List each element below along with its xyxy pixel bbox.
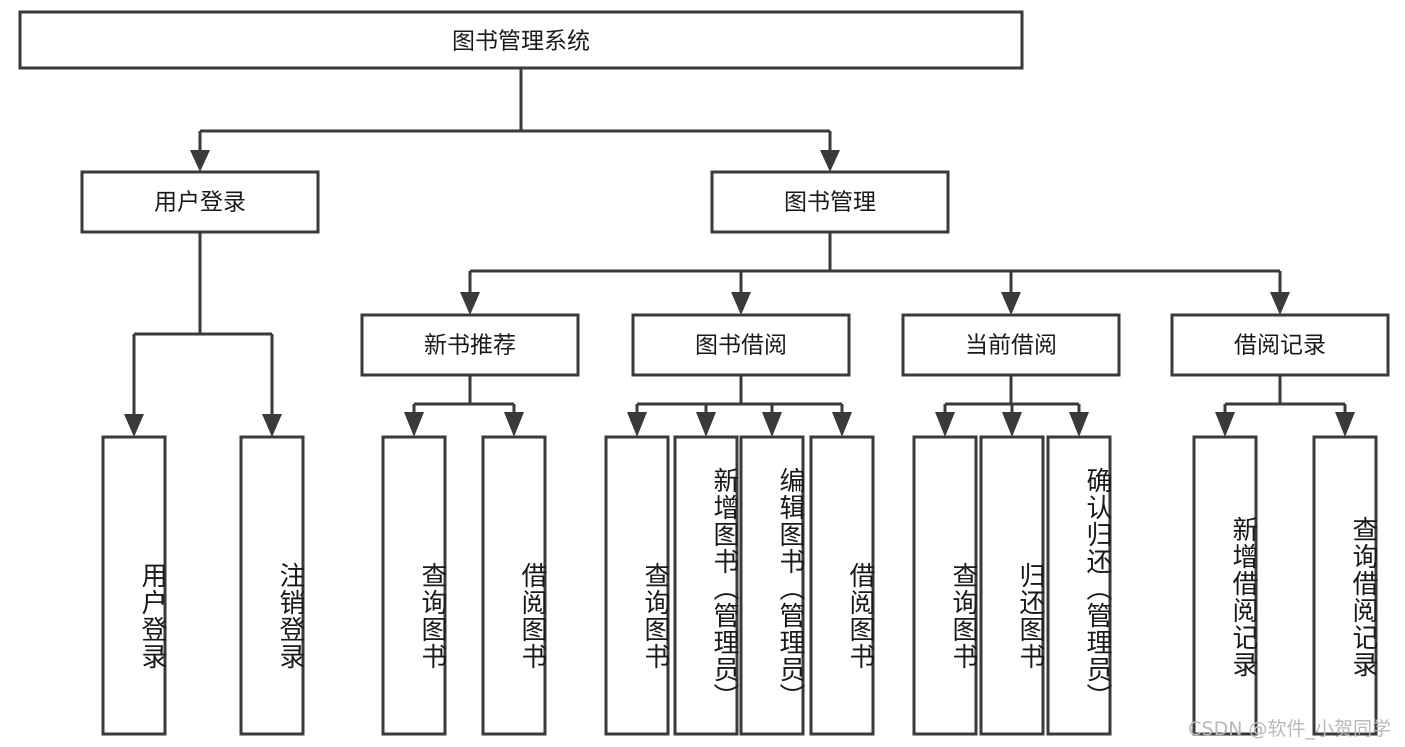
arrow-leaf-return-book [1002, 412, 1022, 437]
arrow-book-borrow [731, 292, 751, 315]
node-leaf-borrow-book-2-box[interactable] [809, 435, 875, 736]
arrow-leaf-query-book-2 [627, 412, 647, 437]
node-leaf-query-book-1-box[interactable] [381, 435, 447, 736]
arrow-borrow-record [1270, 292, 1290, 315]
node-book-borrow-label: 图书借阅 [695, 333, 787, 359]
connector-layer [124, 68, 1355, 437]
arrow-leaf-query-book-3 [935, 412, 955, 437]
arrow-leaf-query-record [1335, 412, 1355, 437]
arrow-new-book-recommend [460, 292, 480, 315]
arrow-leaf-query-book-1 [404, 412, 424, 437]
node-user-login-label: 用户登录 [154, 190, 246, 216]
node-leaf-edit-book-box[interactable] [739, 435, 805, 736]
arrow-leaf-user-login [124, 414, 144, 437]
node-current-borrow-box[interactable] [901, 313, 1121, 377]
arrow-user-login [190, 150, 210, 172]
node-root-label: 图书管理系统 [452, 29, 590, 55]
arrow-leaf-add-record [1215, 412, 1235, 437]
node-new-book-recommend-label: 新书推荐 [424, 333, 516, 359]
node-book-borrow-box[interactable] [631, 313, 851, 377]
node-current-borrow-label: 当前借阅 [965, 333, 1057, 359]
node-leaf-query-record-box[interactable] [1312, 435, 1378, 736]
arrow-leaf-borrow-book-2 [832, 412, 852, 437]
csdn-watermark: CSDN @软件_小贺同学 [1188, 718, 1391, 740]
arrow-leaf-add-book [696, 412, 716, 437]
node-book-manage-box[interactable] [710, 170, 950, 234]
node-root-box[interactable] [18, 10, 1024, 70]
arrow-leaf-logout-login [262, 414, 282, 437]
arrow-leaf-confirm-return [1069, 412, 1089, 437]
arrow-leaf-edit-book [762, 412, 782, 437]
node-leaf-borrow-book-1-box[interactable] [481, 435, 547, 736]
node-layer: 图书管理系统 用户登录 图书管理 新书推荐 图书借阅 当前借阅 借阅记录 [18, 10, 1390, 736]
arrow-book-manage [820, 150, 840, 172]
node-leaf-return-book-box[interactable] [979, 435, 1045, 736]
node-book-manage-label: 图书管理 [784, 190, 876, 216]
node-leaf-confirm-return-box[interactable] [1046, 435, 1112, 736]
node-leaf-add-record-box[interactable] [1192, 435, 1258, 736]
node-leaf-query-book-3-box[interactable] [912, 435, 978, 736]
node-leaf-logout-login-box[interactable] [239, 435, 305, 736]
node-user-login-box[interactable] [80, 170, 320, 234]
node-leaf-add-book-box[interactable] [673, 435, 739, 736]
node-borrow-record-box[interactable] [1170, 313, 1390, 377]
node-leaf-query-book-2-box[interactable] [604, 435, 670, 736]
node-borrow-record-label: 借阅记录 [1234, 333, 1326, 359]
arrow-leaf-borrow-book-1 [504, 412, 524, 437]
node-leaf-user-login-box[interactable] [101, 435, 167, 736]
arrow-current-borrow [1001, 292, 1021, 315]
node-new-book-recommend-box[interactable] [360, 313, 580, 377]
